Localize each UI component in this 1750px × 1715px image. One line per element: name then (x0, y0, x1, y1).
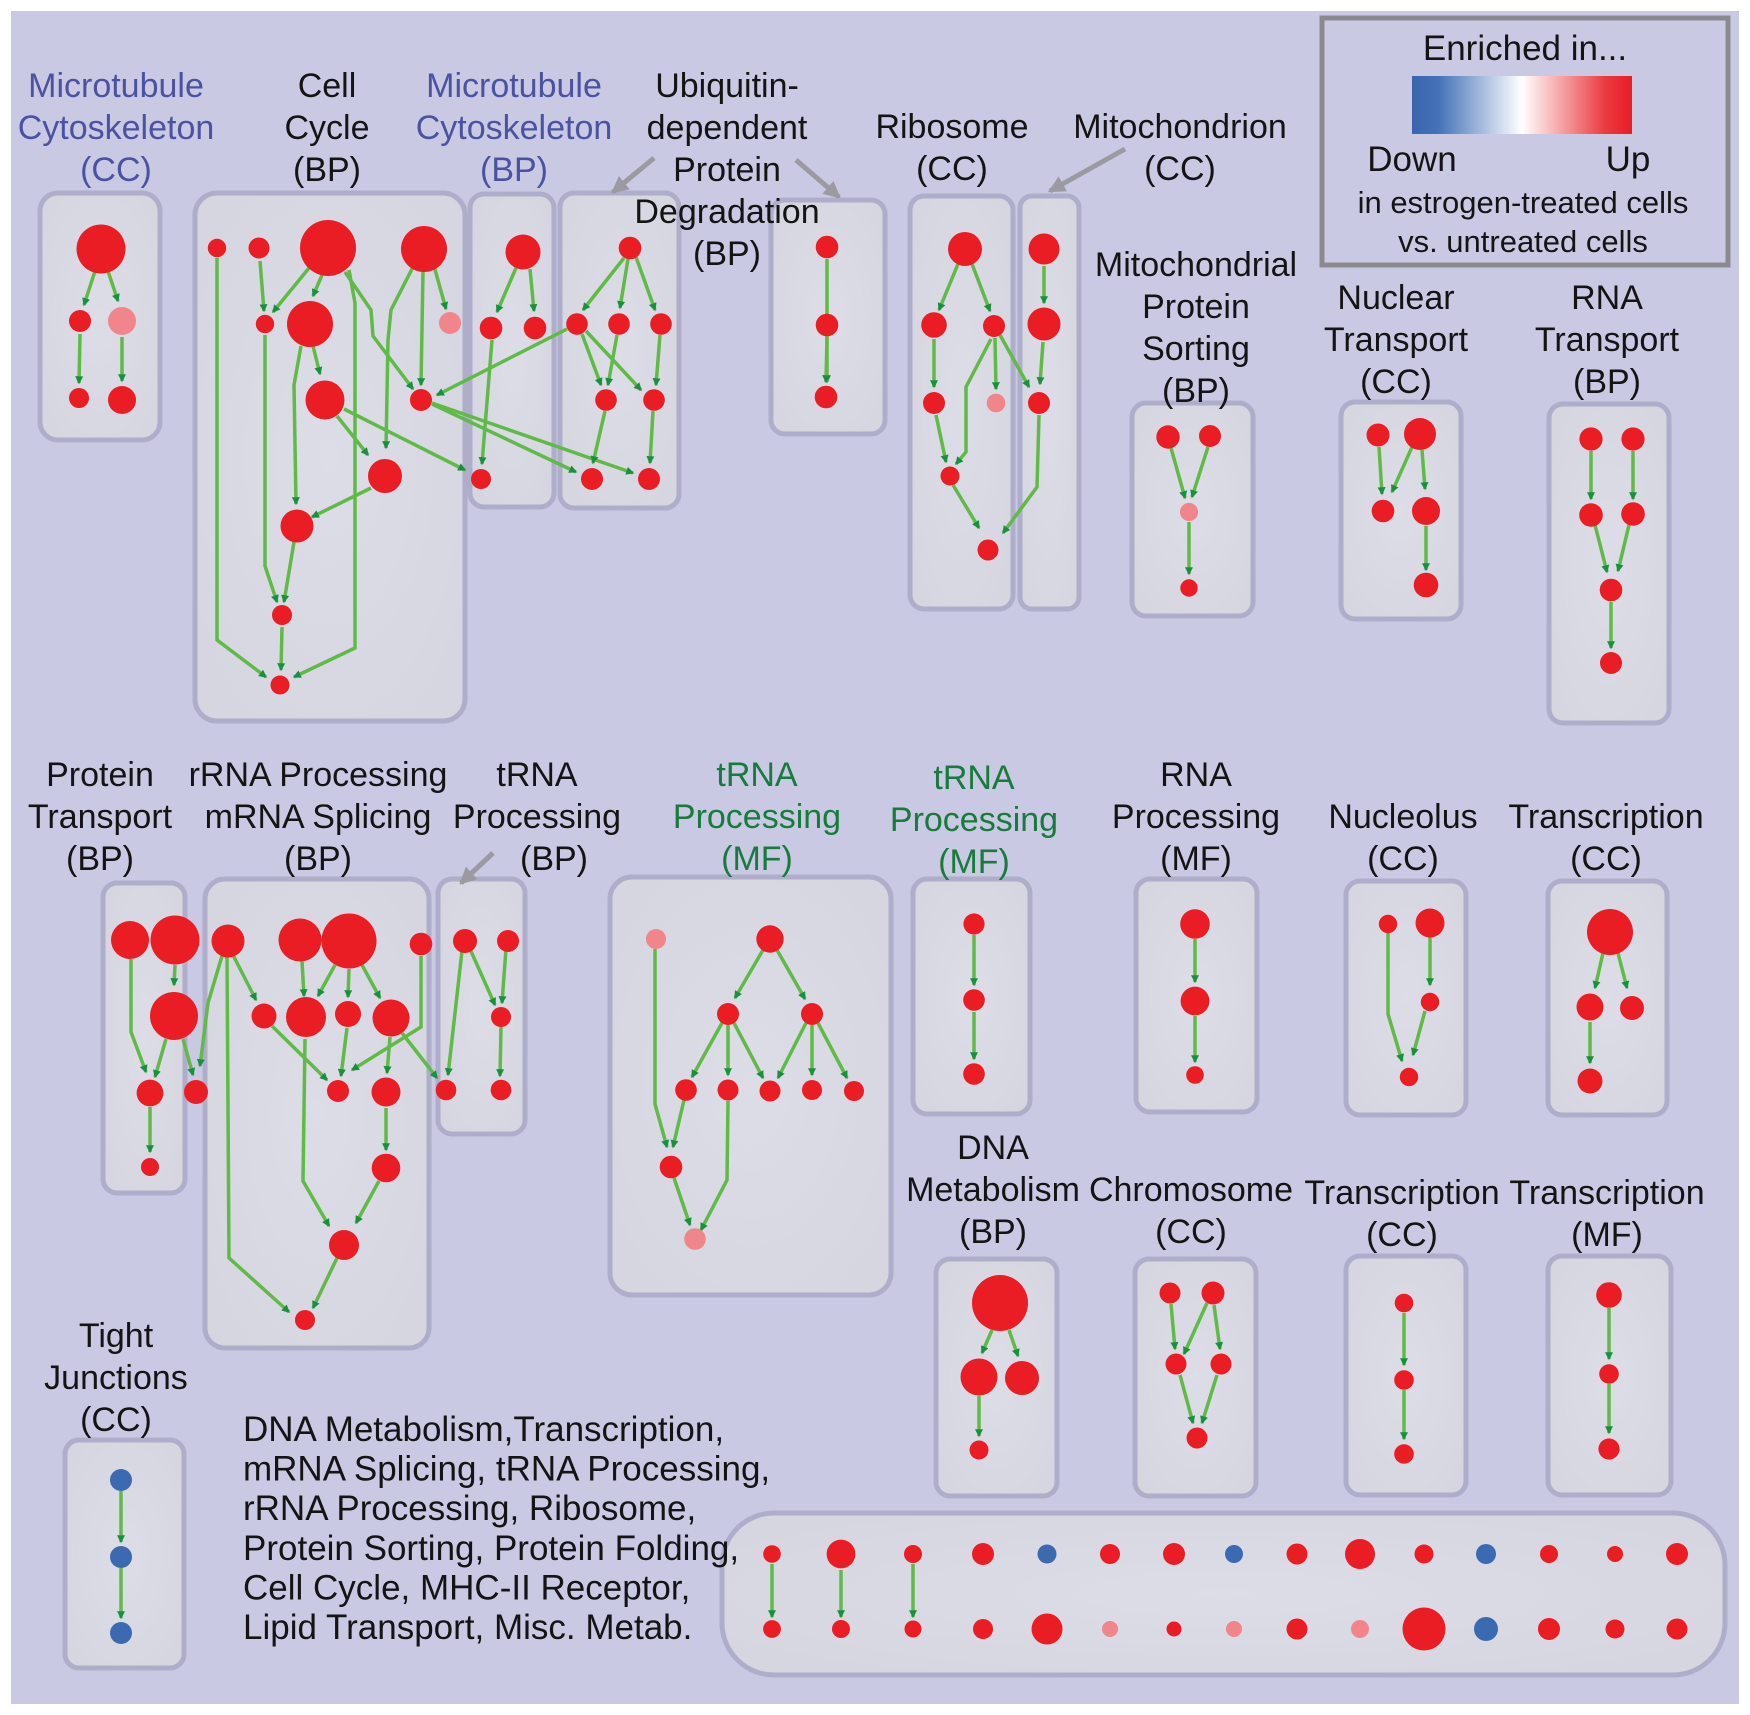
svg-text:(CC): (CC) (80, 151, 152, 189)
svg-text:(BP): (BP) (66, 840, 134, 878)
svg-text:Transcription: Transcription (1304, 1174, 1499, 1212)
svg-text:DNA: DNA (957, 1129, 1029, 1167)
svg-text:Cell: Cell (298, 67, 357, 105)
svg-text:(BP): (BP) (293, 151, 361, 189)
svg-text:(BP): (BP) (959, 1213, 1027, 1251)
svg-text:(CC): (CC) (1144, 150, 1216, 188)
svg-text:Cytoskeleton: Cytoskeleton (18, 109, 215, 147)
svg-text:tRNA: tRNA (496, 756, 578, 794)
svg-text:Mitochondrial: Mitochondrial (1095, 246, 1297, 284)
svg-text:vs. untreated cells: vs. untreated cells (1398, 224, 1648, 259)
svg-text:Nuclear: Nuclear (1337, 279, 1454, 317)
svg-text:DNA Metabolism,Transcription,: DNA Metabolism,Transcription, (243, 1410, 724, 1449)
svg-text:Protein: Protein (1142, 288, 1250, 326)
svg-text:Cytoskeleton: Cytoskeleton (416, 109, 613, 147)
svg-text:(MF): (MF) (1571, 1216, 1643, 1254)
svg-text:in estrogen-treated cells: in estrogen-treated cells (1358, 185, 1689, 220)
svg-text:Ribosome: Ribosome (875, 108, 1028, 146)
svg-text:Junctions: Junctions (44, 1359, 188, 1397)
svg-text:(CC): (CC) (1570, 840, 1642, 878)
svg-text:Microtubule: Microtubule (28, 67, 204, 105)
svg-text:rRNA Processing, Ribosome,: rRNA Processing, Ribosome, (243, 1489, 696, 1528)
svg-text:Degradation: Degradation (634, 193, 819, 231)
svg-text:Processing: Processing (1112, 798, 1280, 836)
svg-text:Processing: Processing (890, 801, 1058, 839)
svg-text:Protein Sorting, Protein Foldi: Protein Sorting, Protein Folding, (243, 1529, 739, 1568)
svg-text:Sorting: Sorting (1142, 330, 1250, 368)
svg-text:(CC): (CC) (916, 150, 988, 188)
svg-text:Up: Up (1606, 140, 1651, 179)
svg-text:Transcription: Transcription (1508, 798, 1703, 836)
svg-text:(CC): (CC) (1360, 363, 1432, 401)
svg-text:Transport: Transport (1324, 321, 1469, 359)
svg-text:Ubiquitin-: Ubiquitin- (655, 67, 799, 105)
svg-text:rRNA Processing: rRNA Processing (189, 756, 448, 794)
svg-text:(BP): (BP) (520, 840, 588, 878)
svg-text:(BP): (BP) (1573, 363, 1641, 401)
svg-text:Protein: Protein (673, 151, 781, 189)
svg-text:(CC): (CC) (80, 1401, 152, 1439)
svg-text:(BP): (BP) (1162, 372, 1230, 410)
svg-text:(MF): (MF) (721, 840, 793, 878)
svg-text:Metabolism: Metabolism (906, 1171, 1080, 1209)
svg-text:Mitochondrion: Mitochondrion (1073, 108, 1287, 146)
svg-text:Cycle: Cycle (284, 109, 369, 147)
svg-text:(MF): (MF) (938, 843, 1010, 881)
svg-text:(BP): (BP) (284, 840, 352, 878)
svg-text:RNA: RNA (1571, 279, 1643, 317)
svg-text:Down: Down (1367, 140, 1456, 179)
svg-text:tRNA: tRNA (716, 756, 798, 794)
svg-text:Nucleolus: Nucleolus (1328, 798, 1477, 836)
svg-text:RNA: RNA (1160, 756, 1232, 794)
svg-text:(BP): (BP) (693, 235, 761, 273)
svg-text:Transport: Transport (1535, 321, 1680, 359)
svg-text:Transport: Transport (28, 798, 173, 836)
svg-text:(CC): (CC) (1366, 1216, 1438, 1254)
svg-text:Microtubule: Microtubule (426, 67, 602, 105)
svg-text:(MF): (MF) (1160, 840, 1232, 878)
svg-text:Transcription: Transcription (1509, 1174, 1704, 1212)
svg-text:(BP): (BP) (480, 151, 548, 189)
svg-text:Chromosome: Chromosome (1089, 1171, 1293, 1209)
svg-text:mRNA Splicing, tRNA Processing: mRNA Splicing, tRNA Processing, (243, 1450, 770, 1489)
svg-text:Processing: Processing (453, 798, 621, 836)
svg-text:Enriched in...: Enriched in... (1423, 29, 1627, 68)
svg-text:mRNA Splicing: mRNA Splicing (205, 798, 432, 836)
svg-text:Protein: Protein (46, 756, 154, 794)
svg-text:Tight: Tight (79, 1317, 154, 1355)
svg-text:(CC): (CC) (1155, 1213, 1227, 1251)
svg-text:tRNA: tRNA (933, 759, 1015, 797)
svg-text:dependent: dependent (647, 109, 808, 147)
svg-text:Lipid Transport, Misc. Metab.: Lipid Transport, Misc. Metab. (243, 1608, 692, 1647)
svg-text:(CC): (CC) (1367, 840, 1439, 878)
svg-text:Cell Cycle, MHC-II Receptor,: Cell Cycle, MHC-II Receptor, (243, 1568, 690, 1607)
svg-text:Processing: Processing (673, 798, 841, 836)
